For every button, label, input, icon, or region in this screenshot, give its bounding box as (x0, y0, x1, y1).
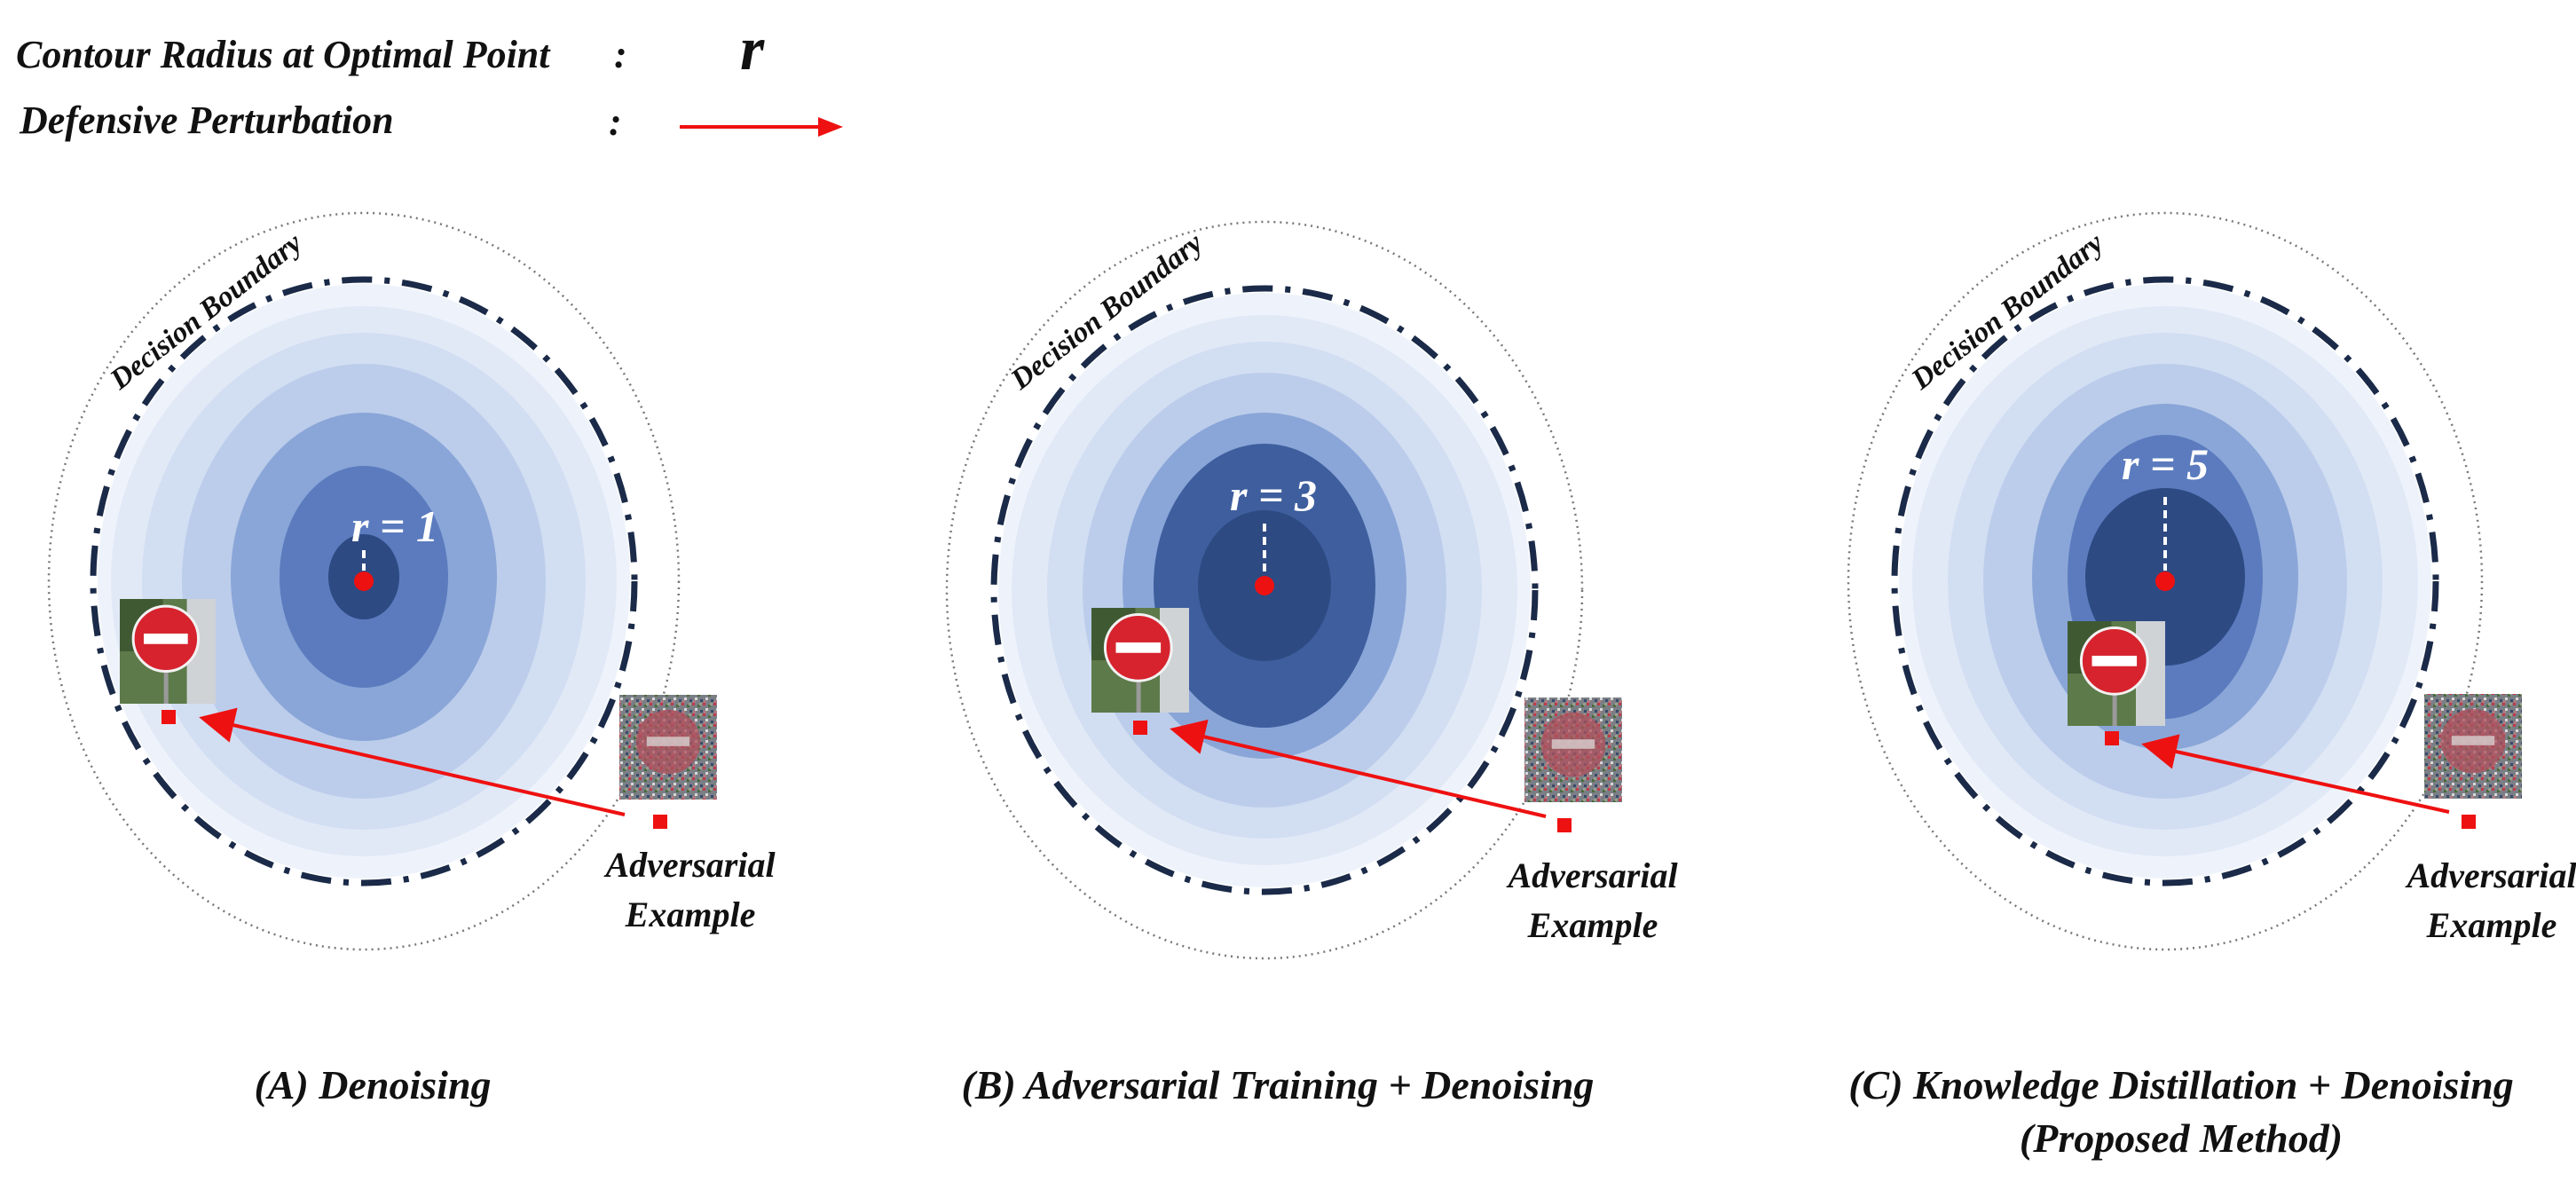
adversarial-label-line2: Example (1527, 905, 1658, 945)
adversarial-label-line1: Adversarial (2404, 855, 2576, 895)
noisy-sign-photo-icon (2424, 694, 2522, 799)
noisy-sign-photo-icon (619, 695, 717, 800)
defensive-perturbation-arrow-icon (2141, 734, 2450, 814)
radius-value-label: r = 3 (1230, 470, 1317, 520)
optimal-point-icon (1255, 576, 1274, 595)
no-entry-sign-photo-icon (120, 599, 216, 704)
adversarial-label-line1: Adversarial (603, 845, 776, 885)
optimal-point-icon (2155, 571, 2175, 591)
captions: (A) Denoising (B) Adversarial Training +… (254, 1062, 2513, 1161)
adversarial-example-marker (2462, 815, 2476, 829)
optimal-point-icon (354, 571, 374, 591)
caption-panel-a: (A) Denoising (254, 1062, 491, 1107)
clean-example-marker (1133, 721, 1147, 735)
outer-region-ellipse (47, 211, 681, 951)
noisy-sign-photo-icon (1524, 697, 1622, 802)
adversarial-label-line1: Adversarial (1505, 855, 1678, 895)
caption-panel-c: (C) Knowledge Distillation + Denoising (1848, 1062, 2514, 1107)
legend-radius-label: Contour Radius at Optimal Point (16, 33, 551, 76)
no-entry-sign-photo-icon (1091, 608, 1189, 713)
defensive-perturbation-arrow-icon (1170, 719, 1547, 818)
adversarial-example-marker (1557, 818, 1572, 832)
clean-example-marker (161, 710, 176, 724)
decision-boundary-ellipse (90, 276, 638, 887)
clean-example-marker (2105, 731, 2119, 745)
legend: Contour Radius at Optimal Point : r Defe… (16, 15, 843, 144)
decision-boundary-ellipse (1891, 276, 2439, 887)
legend-perturbation-label: Defensive Perturbation (19, 99, 394, 142)
radius-value-label: r = 1 (351, 501, 438, 551)
legend-radius-colon: : (614, 33, 627, 76)
caption-panel-c-subtitle: (Proposed Method) (2020, 1115, 2343, 1161)
defensive-perturbation-arrow-icon (199, 707, 626, 816)
decision-boundary-ellipse (990, 285, 1539, 895)
legend-radius-symbol: r (740, 15, 765, 83)
no-entry-sign-photo-icon (2068, 621, 2165, 726)
legend-perturbation-colon: : (609, 100, 622, 144)
radius-value-label: r = 5 (2122, 439, 2209, 489)
adversarial-label-line2: Example (2426, 905, 2557, 945)
adversarial-example-marker (653, 815, 667, 829)
outer-region-ellipse (945, 220, 1584, 960)
adversarial-label-line2: Example (625, 894, 756, 934)
caption-panel-b: (B) Adversarial Training + Denoising (962, 1062, 1595, 1107)
legend-arrowhead-icon (818, 117, 843, 137)
outer-region-ellipse (1847, 211, 2484, 951)
